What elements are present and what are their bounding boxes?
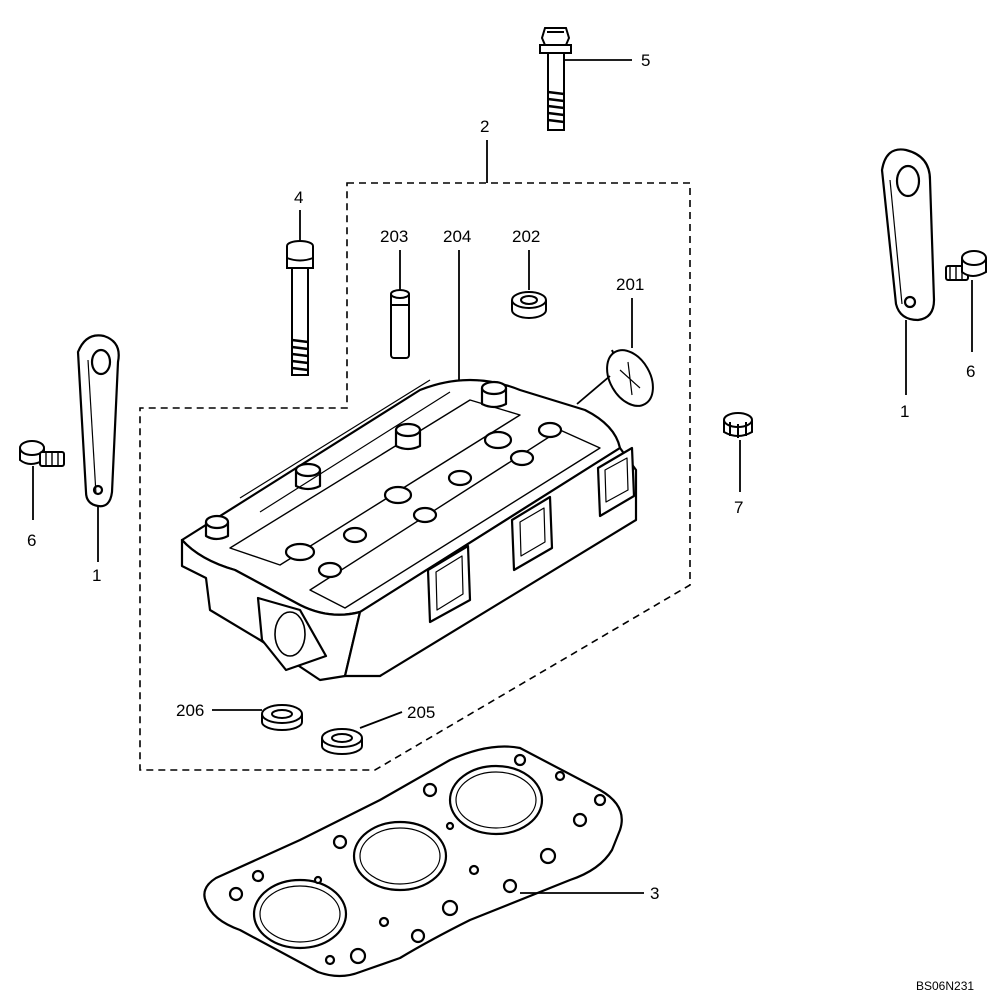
callout-201: 201: [616, 275, 644, 294]
callout-2: 2: [480, 117, 489, 136]
plug-7: [723, 412, 753, 438]
bolt-6-right: [945, 250, 987, 281]
assembly-2-boundary: [139, 182, 691, 771]
callout-5: 5: [641, 51, 650, 70]
callout-1-right: 1: [900, 402, 909, 421]
callout-6-left: 6: [27, 531, 36, 550]
leader-201-b: [576, 375, 611, 405]
callout-6-right: 6: [966, 362, 975, 381]
leader-205: [359, 711, 403, 729]
bolt-6-left: [19, 440, 65, 467]
callout-1-left: 1: [92, 566, 101, 585]
head-gasket-3: [203, 745, 623, 978]
callout-205: 205: [407, 703, 435, 722]
seal-205: [321, 728, 363, 755]
callout-3: 3: [650, 884, 659, 903]
lifting-eye-1-left: [76, 334, 120, 508]
callout-206: 206: [176, 701, 204, 720]
callout-4: 4: [294, 188, 303, 207]
plug-201: [606, 349, 654, 407]
callout-203: 203: [380, 227, 408, 246]
valve-guide-203: [390, 289, 410, 359]
callout-204: 204: [443, 227, 471, 246]
callout-202: 202: [512, 227, 540, 246]
seal-202: [511, 291, 547, 319]
cylinder-head-2: [180, 378, 638, 682]
seal-206: [261, 704, 303, 731]
bolt-4: [286, 240, 314, 376]
lifting-eye-1-right: [880, 148, 936, 322]
callout-7: 7: [734, 498, 743, 517]
bolt-5: [539, 27, 572, 131]
drawing-code: BS06N231: [916, 979, 974, 993]
